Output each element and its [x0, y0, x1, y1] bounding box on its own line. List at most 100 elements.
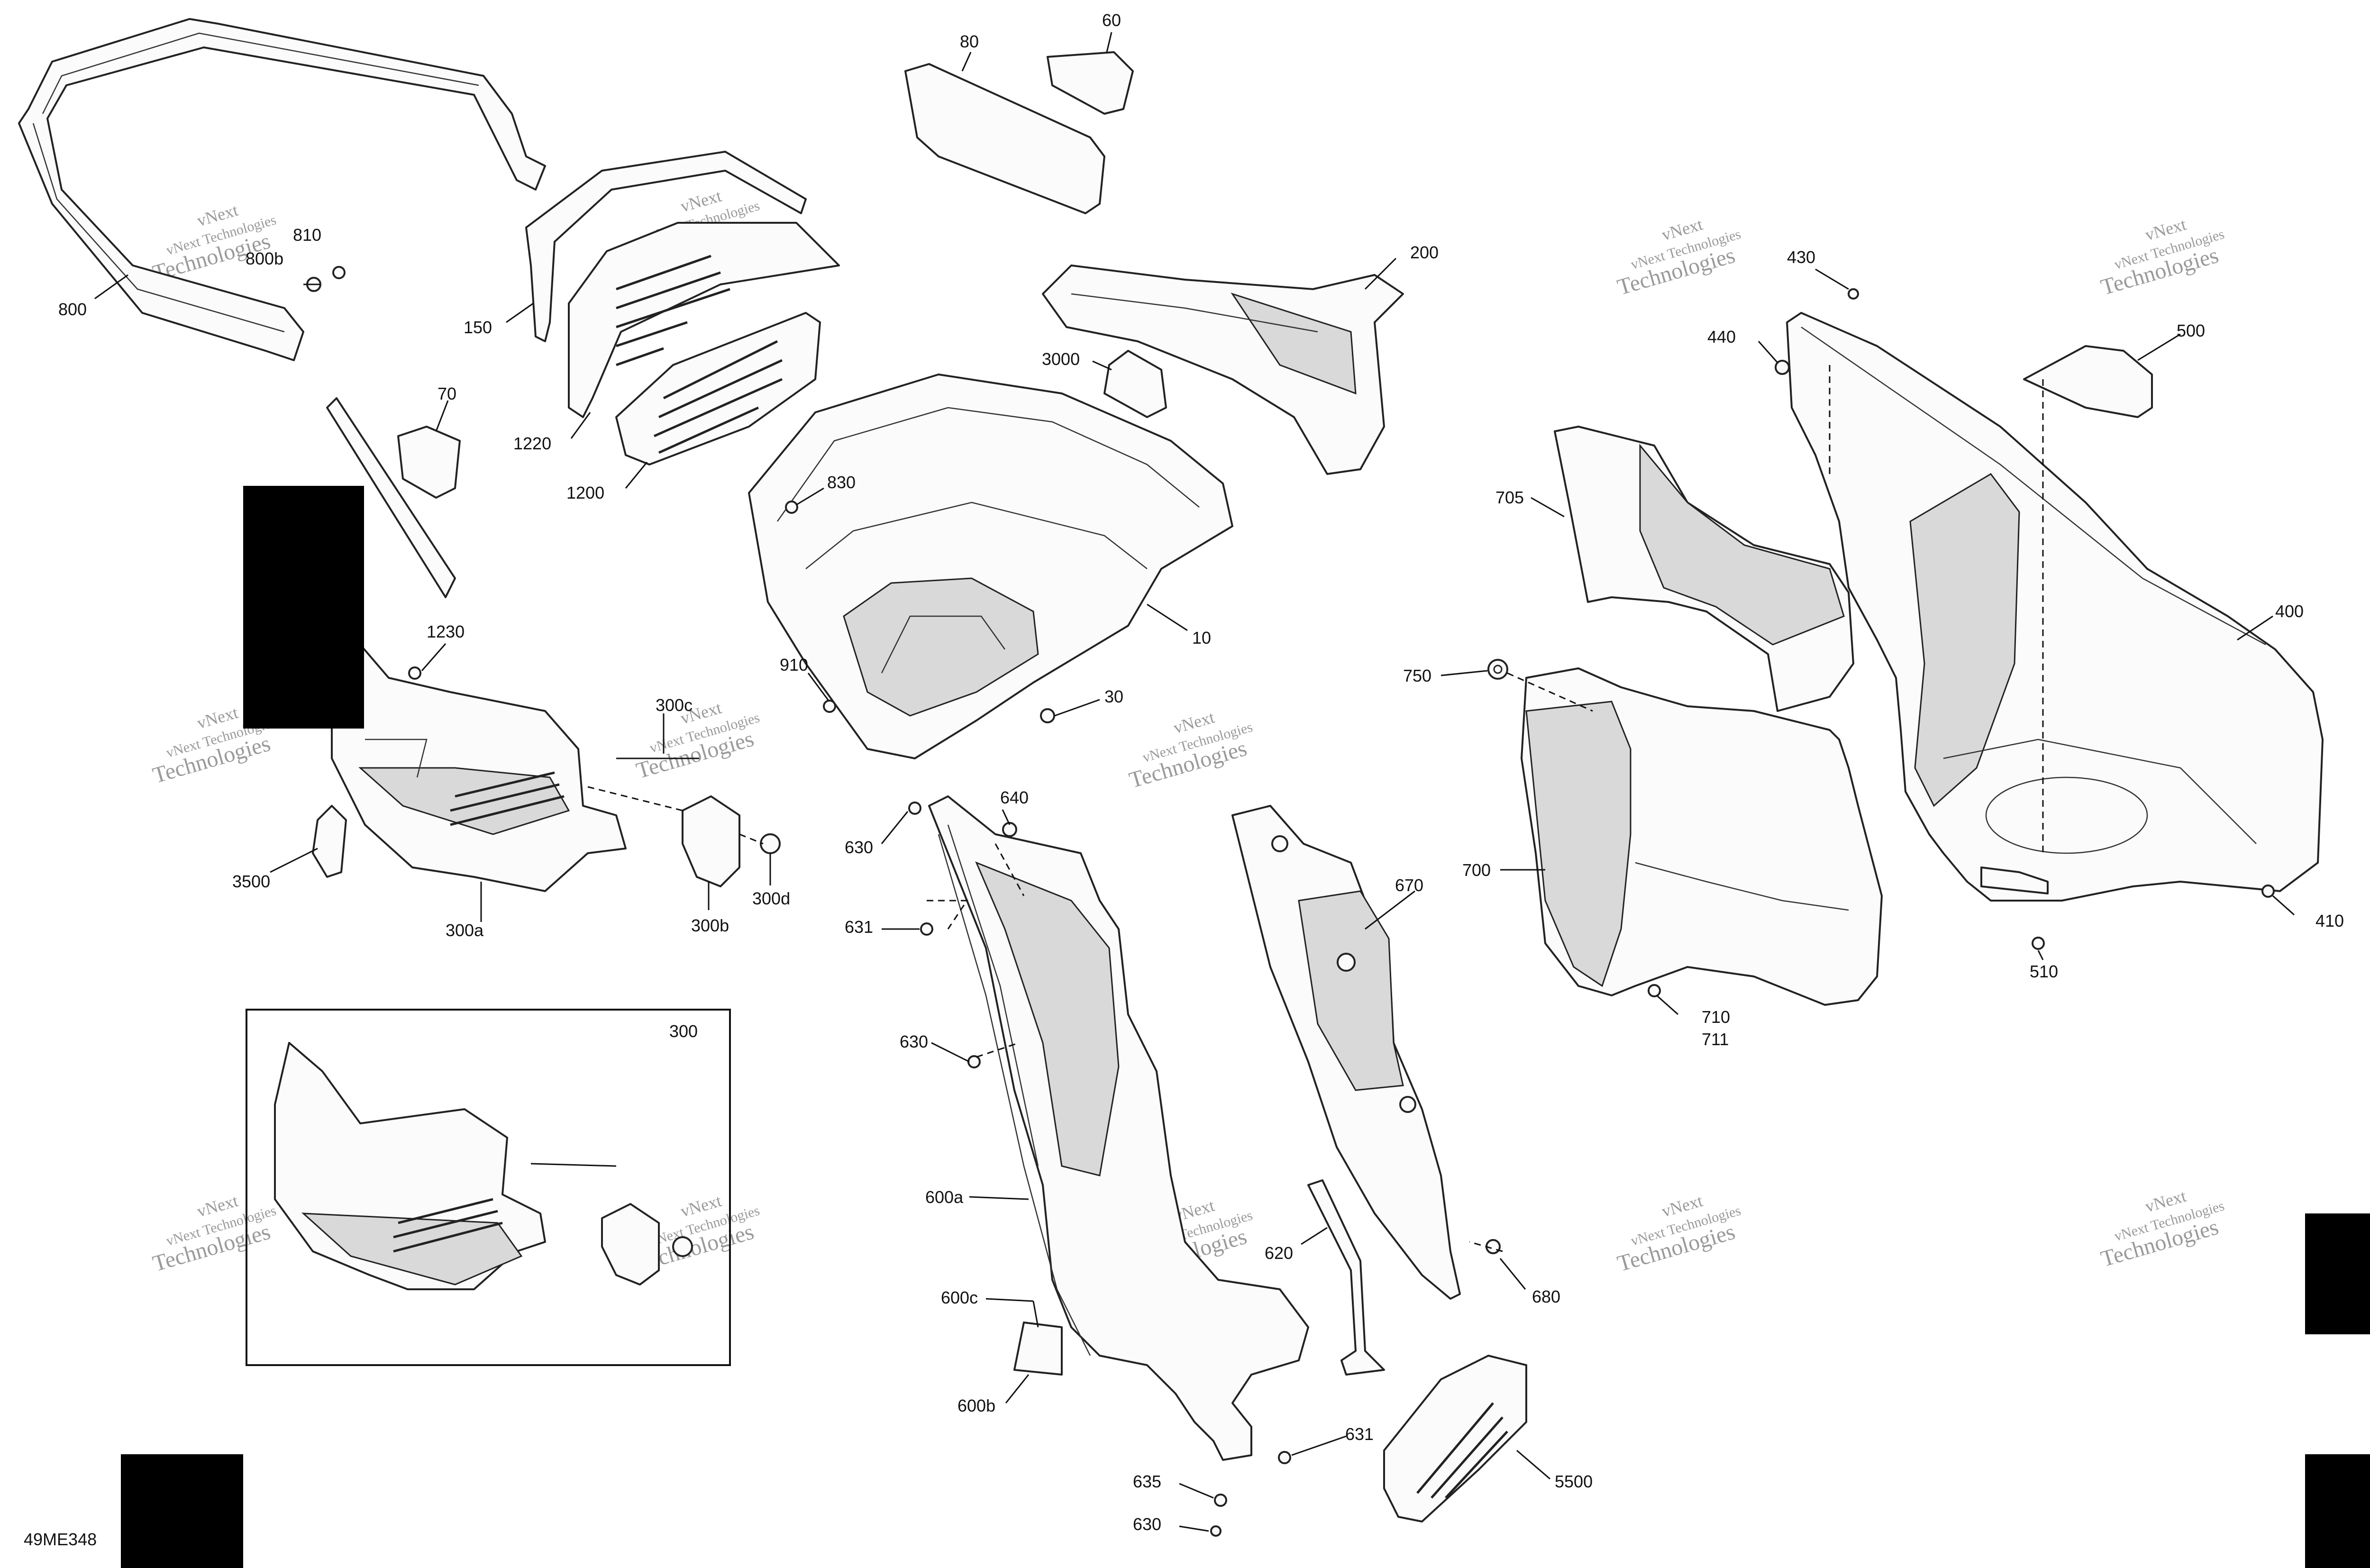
assembly-line	[976, 1042, 1020, 1058]
fastener-30	[1040, 708, 1055, 723]
part-700-side-panel	[1521, 667, 1883, 1006]
callout-800: 800	[58, 300, 87, 319]
fastener-830	[785, 501, 798, 514]
callout-410: 410	[2315, 911, 2344, 930]
part-150-front-panel	[525, 151, 807, 342]
fastener-630-mid	[967, 1055, 981, 1068]
part-1220-grille	[568, 222, 840, 418]
callout-680: 680	[1532, 1287, 1560, 1306]
part-60-pad	[1047, 51, 1134, 115]
callout-750: 750	[1403, 666, 1431, 685]
fastener-640	[1002, 822, 1017, 837]
assembly-line	[927, 900, 968, 930]
callout-1200: 1200	[566, 483, 604, 502]
redaction-block	[2305, 1213, 2370, 1334]
part-600b-plug	[1013, 1322, 1063, 1376]
assembly-line	[739, 833, 764, 845]
assembly-line	[1507, 672, 1593, 712]
fastener-631-top	[920, 922, 933, 936]
watermark: vNext vNext Technologies Technologies	[150, 201, 278, 286]
assembly-line	[994, 843, 1025, 896]
fastener-430	[1848, 288, 1859, 300]
callout-70: 70	[438, 384, 456, 403]
part-80-pad	[904, 63, 1105, 214]
callout-600b: 600b	[957, 1396, 995, 1415]
leader-lines	[94, 32, 2295, 1532]
callout-1220: 1220	[513, 434, 551, 453]
watermark: vNext vNext Technologies Technologies	[633, 698, 761, 784]
callout-3500: 3500	[232, 872, 270, 891]
part-3500-cap	[312, 805, 347, 878]
part-300d-nut	[760, 833, 781, 854]
grille-slats	[616, 255, 730, 366]
callout-630-bottom: 630	[1133, 1514, 1161, 1534]
fastener-710	[1648, 984, 1661, 997]
fastener-630-bottom	[1210, 1525, 1221, 1537]
callout-300d: 300d	[752, 889, 790, 908]
callout-3000: 3000	[1042, 349, 1080, 369]
part-600a-console-side	[928, 795, 1309, 1461]
assembly-line	[587, 786, 683, 811]
callout-510: 510	[2030, 962, 2058, 981]
watermark: vNext vNext Technologies Technologies	[1614, 215, 1742, 300]
callout-200: 200	[1410, 243, 1439, 262]
part-300a-side-panel	[331, 644, 627, 892]
fastener-510	[2032, 937, 2045, 950]
callout-10: 10	[1192, 628, 1211, 647]
callout-910: 910	[780, 655, 808, 675]
callout-600a: 600a	[925, 1187, 964, 1207]
grille-slats	[450, 771, 565, 826]
inset-300-assembly	[246, 1009, 731, 1366]
callout-631-top: 631	[845, 917, 873, 937]
part-10-storage-tub	[748, 374, 1233, 759]
redaction-block	[121, 1454, 243, 1568]
part-800-grab-rail	[18, 18, 546, 361]
part-200-console	[1042, 264, 1404, 475]
callout-500: 500	[2177, 321, 2205, 340]
part-5500-vent-cover	[1383, 1355, 1527, 1522]
callout-800b: 800b	[246, 249, 283, 268]
callout-630-top: 630	[845, 838, 873, 857]
assembly-line	[1469, 1241, 1503, 1252]
part-70-trim	[326, 397, 461, 598]
fastener-630-top	[908, 802, 921, 815]
callout-430: 430	[1787, 247, 1815, 267]
callout-300a: 300a	[446, 921, 484, 940]
part-400-body-panel	[1786, 312, 2324, 902]
fastener-635	[1214, 1494, 1227, 1507]
callout-300b: 300b	[691, 916, 729, 935]
watermark: vNext vNext Technologies Technologies	[1614, 1191, 1742, 1276]
part-1200-grille	[615, 312, 821, 465]
fastener-440	[1775, 360, 1790, 375]
watermark: vNext vNext Technologies Technologies	[2098, 1186, 2226, 1272]
redaction-block	[243, 486, 364, 729]
callout-150: 150	[464, 318, 492, 337]
part-500-plate	[2023, 345, 2153, 418]
fastener-810	[303, 266, 346, 292]
watermark: vNext vNext Technologies Technologies	[150, 1191, 278, 1276]
callout-620: 620	[1265, 1243, 1293, 1263]
part-750-washer	[1487, 659, 1508, 680]
redaction-block	[2305, 1454, 2370, 1568]
callout-810: 810	[293, 225, 321, 245]
part-620-strip	[1307, 1179, 1385, 1376]
callout-705: 705	[1495, 488, 1524, 507]
callout-700: 700	[1462, 860, 1491, 880]
callouts: 80 60 800 800b 810 150 1220 1200 70 200 …	[58, 10, 2344, 1534]
callout-670: 670	[1395, 875, 1423, 895]
watermark: vNext vNext Technologies Technologies	[1126, 708, 1254, 793]
callout-711: 711	[1702, 1030, 1729, 1049]
part-3000-bracket	[1103, 350, 1167, 418]
callout-630-mid: 630	[900, 1032, 928, 1051]
callout-600c: 600c	[941, 1288, 978, 1307]
fastener-631-bottom	[1278, 1451, 1291, 1464]
diagram-id: 49ME348	[24, 1530, 97, 1549]
callout-60: 60	[1102, 10, 1121, 30]
callout-300c: 300c	[656, 695, 693, 715]
callout-1230: 1230	[427, 622, 465, 641]
callout-640: 640	[1000, 788, 1029, 807]
part-300b-cover	[682, 795, 740, 887]
callout-635: 635	[1133, 1472, 1161, 1491]
callout-300: 300	[669, 1021, 698, 1041]
watermark: vNext vNext Technologies Technologies	[2098, 215, 2226, 300]
